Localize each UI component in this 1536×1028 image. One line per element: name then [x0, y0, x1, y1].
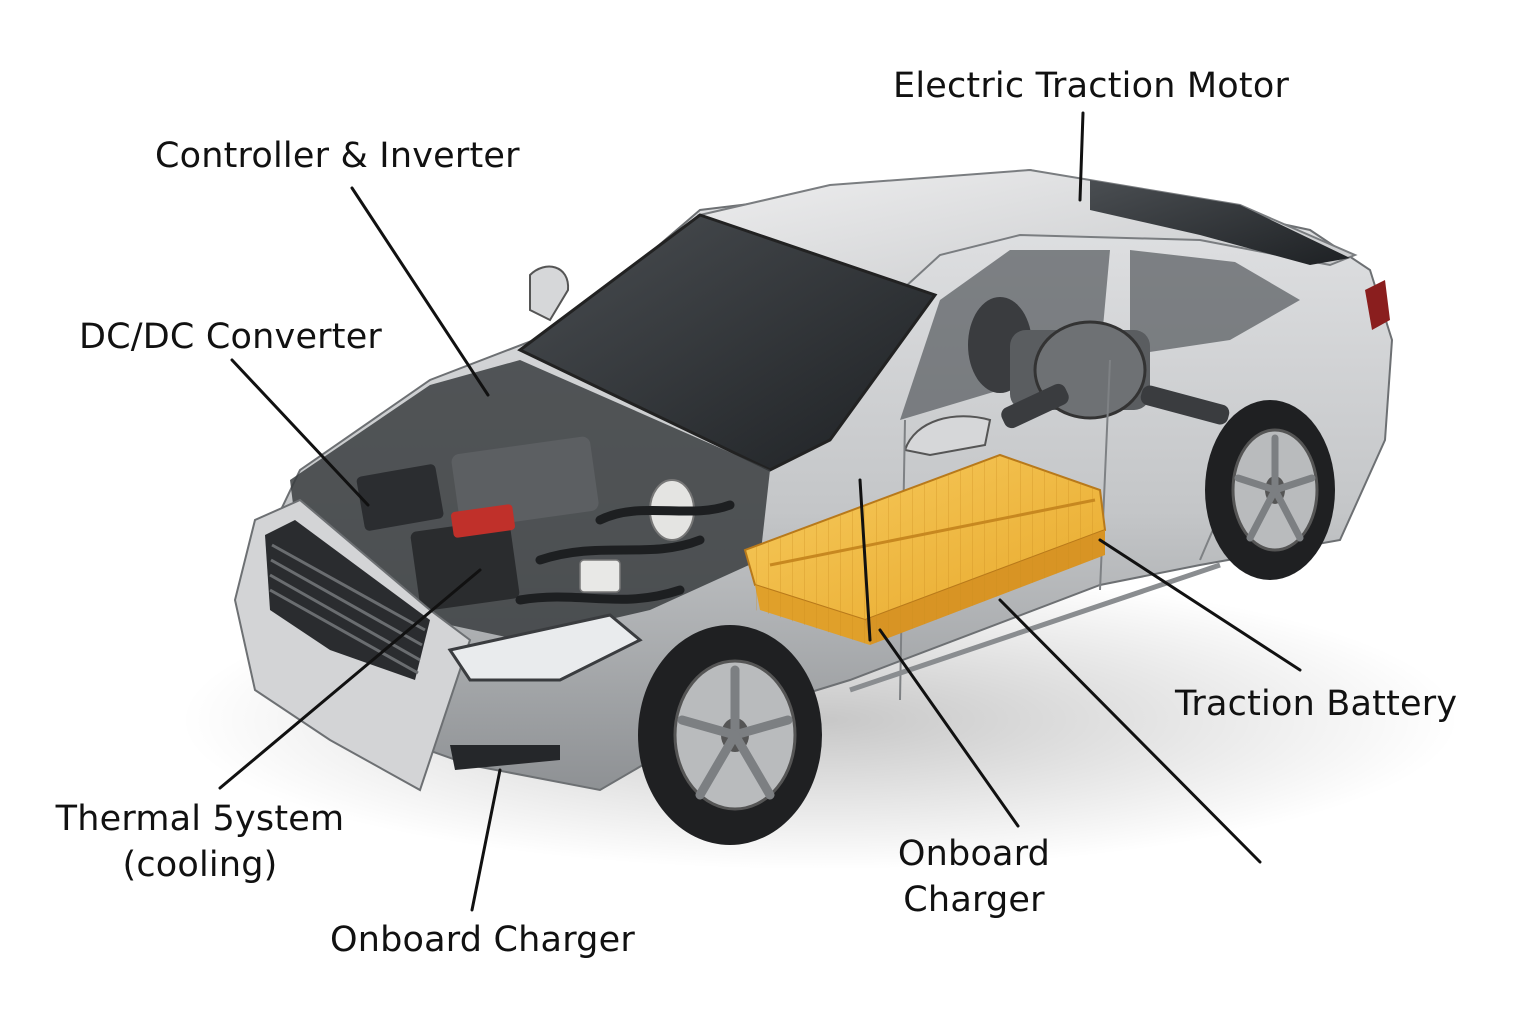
windshield [517, 213, 938, 472]
label-thermal-system-line1: Thermal 5ystem [55, 799, 345, 839]
tail-light [1365, 280, 1390, 330]
front-wheel [638, 625, 822, 845]
inverter-box [410, 519, 520, 611]
fog-vent [450, 745, 560, 770]
fuse-box [579, 559, 621, 593]
bay-hoses [515, 500, 735, 605]
leader-line-controller [350, 186, 490, 397]
rocker-panel [849, 562, 1221, 693]
label-onboard-charger-side: Onboard Charger [880, 831, 1068, 923]
label-dc-dc-converter: DC/DC Converter [79, 317, 383, 357]
label-traction-battery: Traction Battery [1175, 684, 1458, 724]
leader-line-dcdc [230, 358, 370, 507]
label-onboard-charger-side-line2: Charger [903, 880, 1045, 920]
grille-slats [269, 543, 426, 675]
leader-line-onboard-charger-side [878, 628, 1020, 828]
mirror-left [529, 265, 570, 322]
dcdc-box [356, 464, 444, 531]
label-onboard-charger-front: Onboard Charger [330, 920, 635, 960]
engine-block [451, 436, 599, 529]
leader-line-battery [1098, 538, 1302, 672]
label-thermal-system-line2: (cooling) [122, 845, 278, 885]
label-controller-inverter: Controller & Inverter [155, 136, 520, 176]
rear-wheel [1205, 400, 1335, 580]
label-onboard-charger-side-line1: Onboard [897, 834, 1051, 874]
label-electric-traction-motor: Electric Traction Motor [893, 66, 1290, 106]
headlight [447, 613, 643, 682]
leader-line-thermal [218, 568, 482, 790]
label-thermal-system: Thermal 5ystem (cooling) [45, 796, 355, 888]
mirror-right [903, 415, 992, 457]
leader-line-motor [1078, 111, 1085, 202]
leader-lines [218, 111, 1302, 912]
leader-line-battery-center [858, 478, 872, 642]
red-terminal [451, 504, 515, 538]
rear-motor-assembly [968, 297, 1230, 429]
rear-window [1090, 180, 1350, 265]
leader-line-rocker [998, 598, 1262, 864]
side-window-rear [1130, 250, 1300, 355]
grille [265, 520, 430, 680]
leader-line-onboard-charger-front [470, 768, 502, 912]
